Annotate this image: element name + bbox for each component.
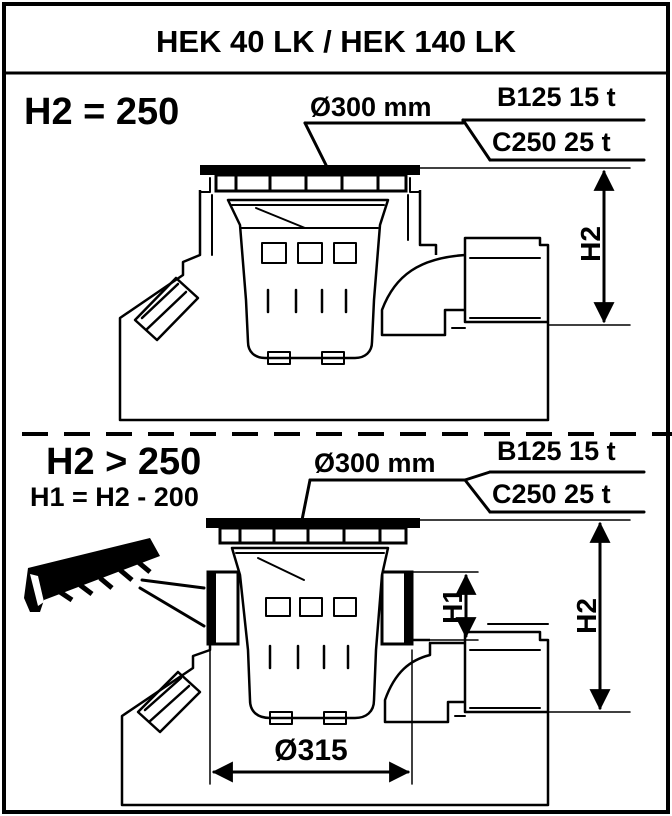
bottom-h1-label: H1 bbox=[437, 588, 468, 624]
top-heading: H2 = 250 bbox=[24, 91, 179, 133]
top-section: H2 = 250 Ø300 mm B125 15 t C250 25 t bbox=[24, 82, 646, 422]
top-diameter-leader bbox=[303, 118, 465, 125]
page-title: HEK 40 LK / HEK 140 LK bbox=[156, 24, 517, 59]
bottom-base-diameter-label: Ø315 bbox=[274, 734, 347, 767]
bottom-load-class-b125: B125 15 t bbox=[497, 436, 616, 466]
bottom-section: H2 > 250 H1 = H2 - 200 Ø300 mm B125 15 t… bbox=[24, 436, 646, 807]
bottom-heading: H2 > 250 bbox=[46, 441, 201, 483]
top-grate bbox=[200, 165, 420, 175]
bottom-load-class-c250: C250 25 t bbox=[492, 479, 611, 509]
bottom-grate bbox=[206, 518, 420, 528]
top-bucket bbox=[226, 198, 390, 360]
top-diameter-label: Ø300 mm bbox=[310, 92, 432, 122]
top-load-class-c250: C250 25 t bbox=[492, 127, 611, 157]
bottom-load-leader bbox=[463, 470, 492, 482]
bottom-formula: H1 = H2 - 200 bbox=[30, 482, 199, 512]
top-h2-label: H2 bbox=[575, 226, 606, 262]
bottom-h2-label: H2 bbox=[571, 598, 602, 634]
top-load-class-b125: B125 15 t bbox=[497, 82, 616, 112]
saw-icon bbox=[24, 538, 206, 628]
bottom-diameter-label: Ø300 mm bbox=[314, 448, 436, 478]
bottom-bucket bbox=[230, 546, 390, 720]
